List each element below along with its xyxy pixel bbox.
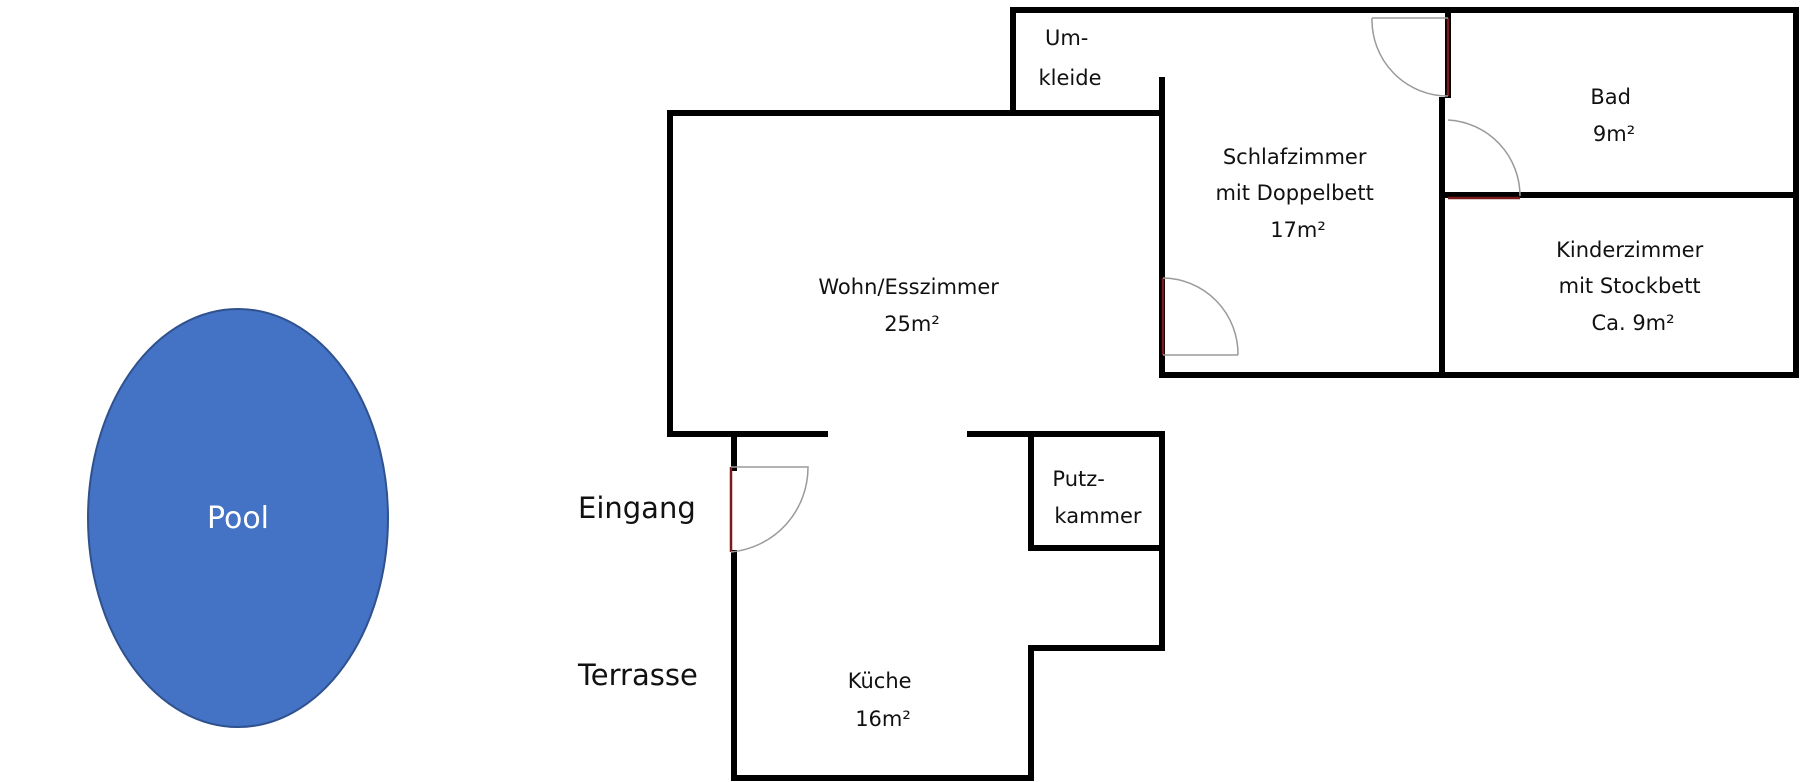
pool-label: Pool [207, 501, 269, 536]
room-umkleide: Um- kleide [1039, 26, 1102, 90]
pool [87, 308, 389, 728]
wall-pantry [1028, 431, 1165, 551]
door-living-bedroom[interactable] [1161, 277, 1239, 356]
room-pantry: Putz- kammer [1052, 467, 1141, 528]
wall-umkleide [1010, 7, 1799, 378]
door-bath[interactable] [1447, 119, 1521, 200]
room-living: Wohn/Esszimmer 25m² [818, 275, 1005, 336]
wall-living-right [731, 431, 1165, 781]
door-entrance[interactable] [729, 466, 809, 553]
room-kids: Kinderzimmer mit Stockbett Ca. 9m² [1556, 238, 1710, 335]
wall-main-top-left [667, 110, 1165, 437]
terrace-label: Terrasse [577, 658, 698, 692]
room-kitchen: Küche 16m² [848, 669, 919, 731]
room-bedroom: Schlafzimmer mit Doppelbett 17m² [1215, 145, 1380, 242]
entrance-label: Eingang [578, 491, 696, 525]
door-bedroom-top[interactable] [1371, 17, 1450, 97]
room-bath: Bad 9m² [1590, 85, 1637, 146]
walls [667, 7, 1799, 781]
